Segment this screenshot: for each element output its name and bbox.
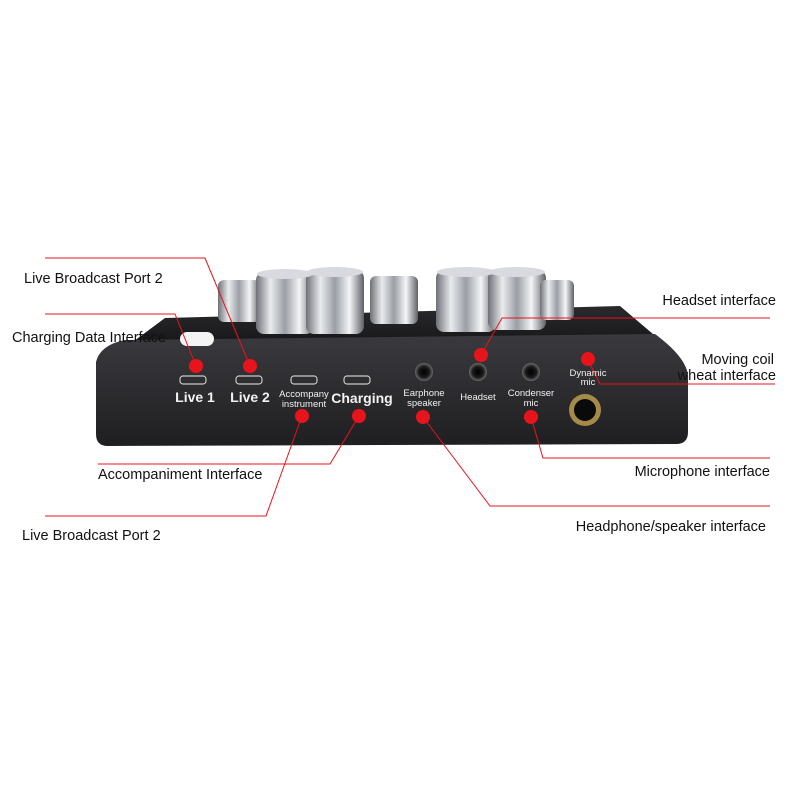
port-label-headset: Headset (460, 392, 496, 403)
knob (488, 270, 546, 330)
callout-accompaniment-interface: Accompaniment Interface (98, 467, 263, 483)
port-label-condenser-1: Condenser (507, 388, 555, 399)
knob (218, 280, 260, 322)
marker-condenser (524, 410, 538, 424)
jack-headset (469, 363, 487, 381)
port-label-live2: Live 2 (230, 389, 270, 405)
port-label-earphone-2: speaker (407, 398, 441, 409)
leader-microphone (530, 416, 770, 459)
leader-headset (480, 317, 770, 356)
port-label-live1: Live 1 (175, 389, 215, 405)
knob (540, 280, 574, 320)
usb-port-charging (343, 375, 371, 385)
callout-charging-data-interface: Charging Data Interface (12, 330, 166, 346)
marker-earphone (416, 410, 430, 424)
usb-port-accompany (290, 375, 318, 385)
callout-microphone-interface: Microphone interface (634, 464, 770, 480)
port-label-dynamic-2: mic (580, 377, 596, 388)
knob-top (257, 269, 313, 279)
leader-live-port-2-top (45, 257, 251, 367)
leader-accompaniment (98, 415, 360, 465)
marker-live1 (189, 359, 203, 373)
knob (256, 272, 314, 334)
marker-accompany (295, 409, 309, 423)
marker-charging (352, 409, 366, 423)
audio-jacks (415, 363, 601, 426)
callout-moving-coil-1: Moving coil (701, 352, 774, 368)
knob (370, 276, 418, 324)
knob-top (437, 267, 495, 277)
jack-dynamic (574, 399, 596, 421)
knob-top (489, 267, 545, 277)
knob-row (218, 267, 574, 334)
jack-earphone (415, 363, 433, 381)
knob-top (307, 267, 363, 277)
callout-live-broadcast-port-2-bottom: Live Broadcast Port 2 (22, 528, 161, 544)
usb-ports (179, 375, 371, 385)
leader-lines (45, 257, 775, 517)
marker-dynamic (581, 352, 595, 366)
port-label-accompany-1: Accompany (279, 389, 329, 400)
leader-moving-coil (587, 359, 775, 385)
port-label-accompany-2: instrument (281, 399, 327, 410)
marker-headset (474, 348, 488, 362)
callout-live-broadcast-port-2-top: Live Broadcast Port 2 (24, 271, 163, 287)
leader-headphone-speaker (422, 416, 770, 507)
port-label-dynamic-1: Dynamic (569, 368, 607, 379)
jack-condenser (522, 363, 540, 381)
usb-port-live2 (235, 375, 263, 385)
device-front-panel (96, 334, 689, 446)
callout-headset-interface: Headset interface (662, 293, 776, 309)
callout-headphone-speaker-interface: Headphone/speaker interface (575, 519, 766, 535)
white-button (180, 332, 214, 346)
usb-port-live1 (179, 375, 207, 385)
port-label-earphone-1: Earphone (403, 388, 445, 399)
port-label-charging: Charging (331, 390, 393, 406)
knob (436, 270, 496, 332)
leader-charging-data (45, 313, 197, 367)
marker-dots (189, 348, 595, 424)
marker-live2 (243, 359, 257, 373)
callout-moving-coil-2: wheat interface (677, 368, 776, 384)
port-label-condenser-2: mic (523, 398, 539, 409)
knob (306, 270, 364, 334)
leader-live-port-2-bottom (45, 415, 303, 517)
